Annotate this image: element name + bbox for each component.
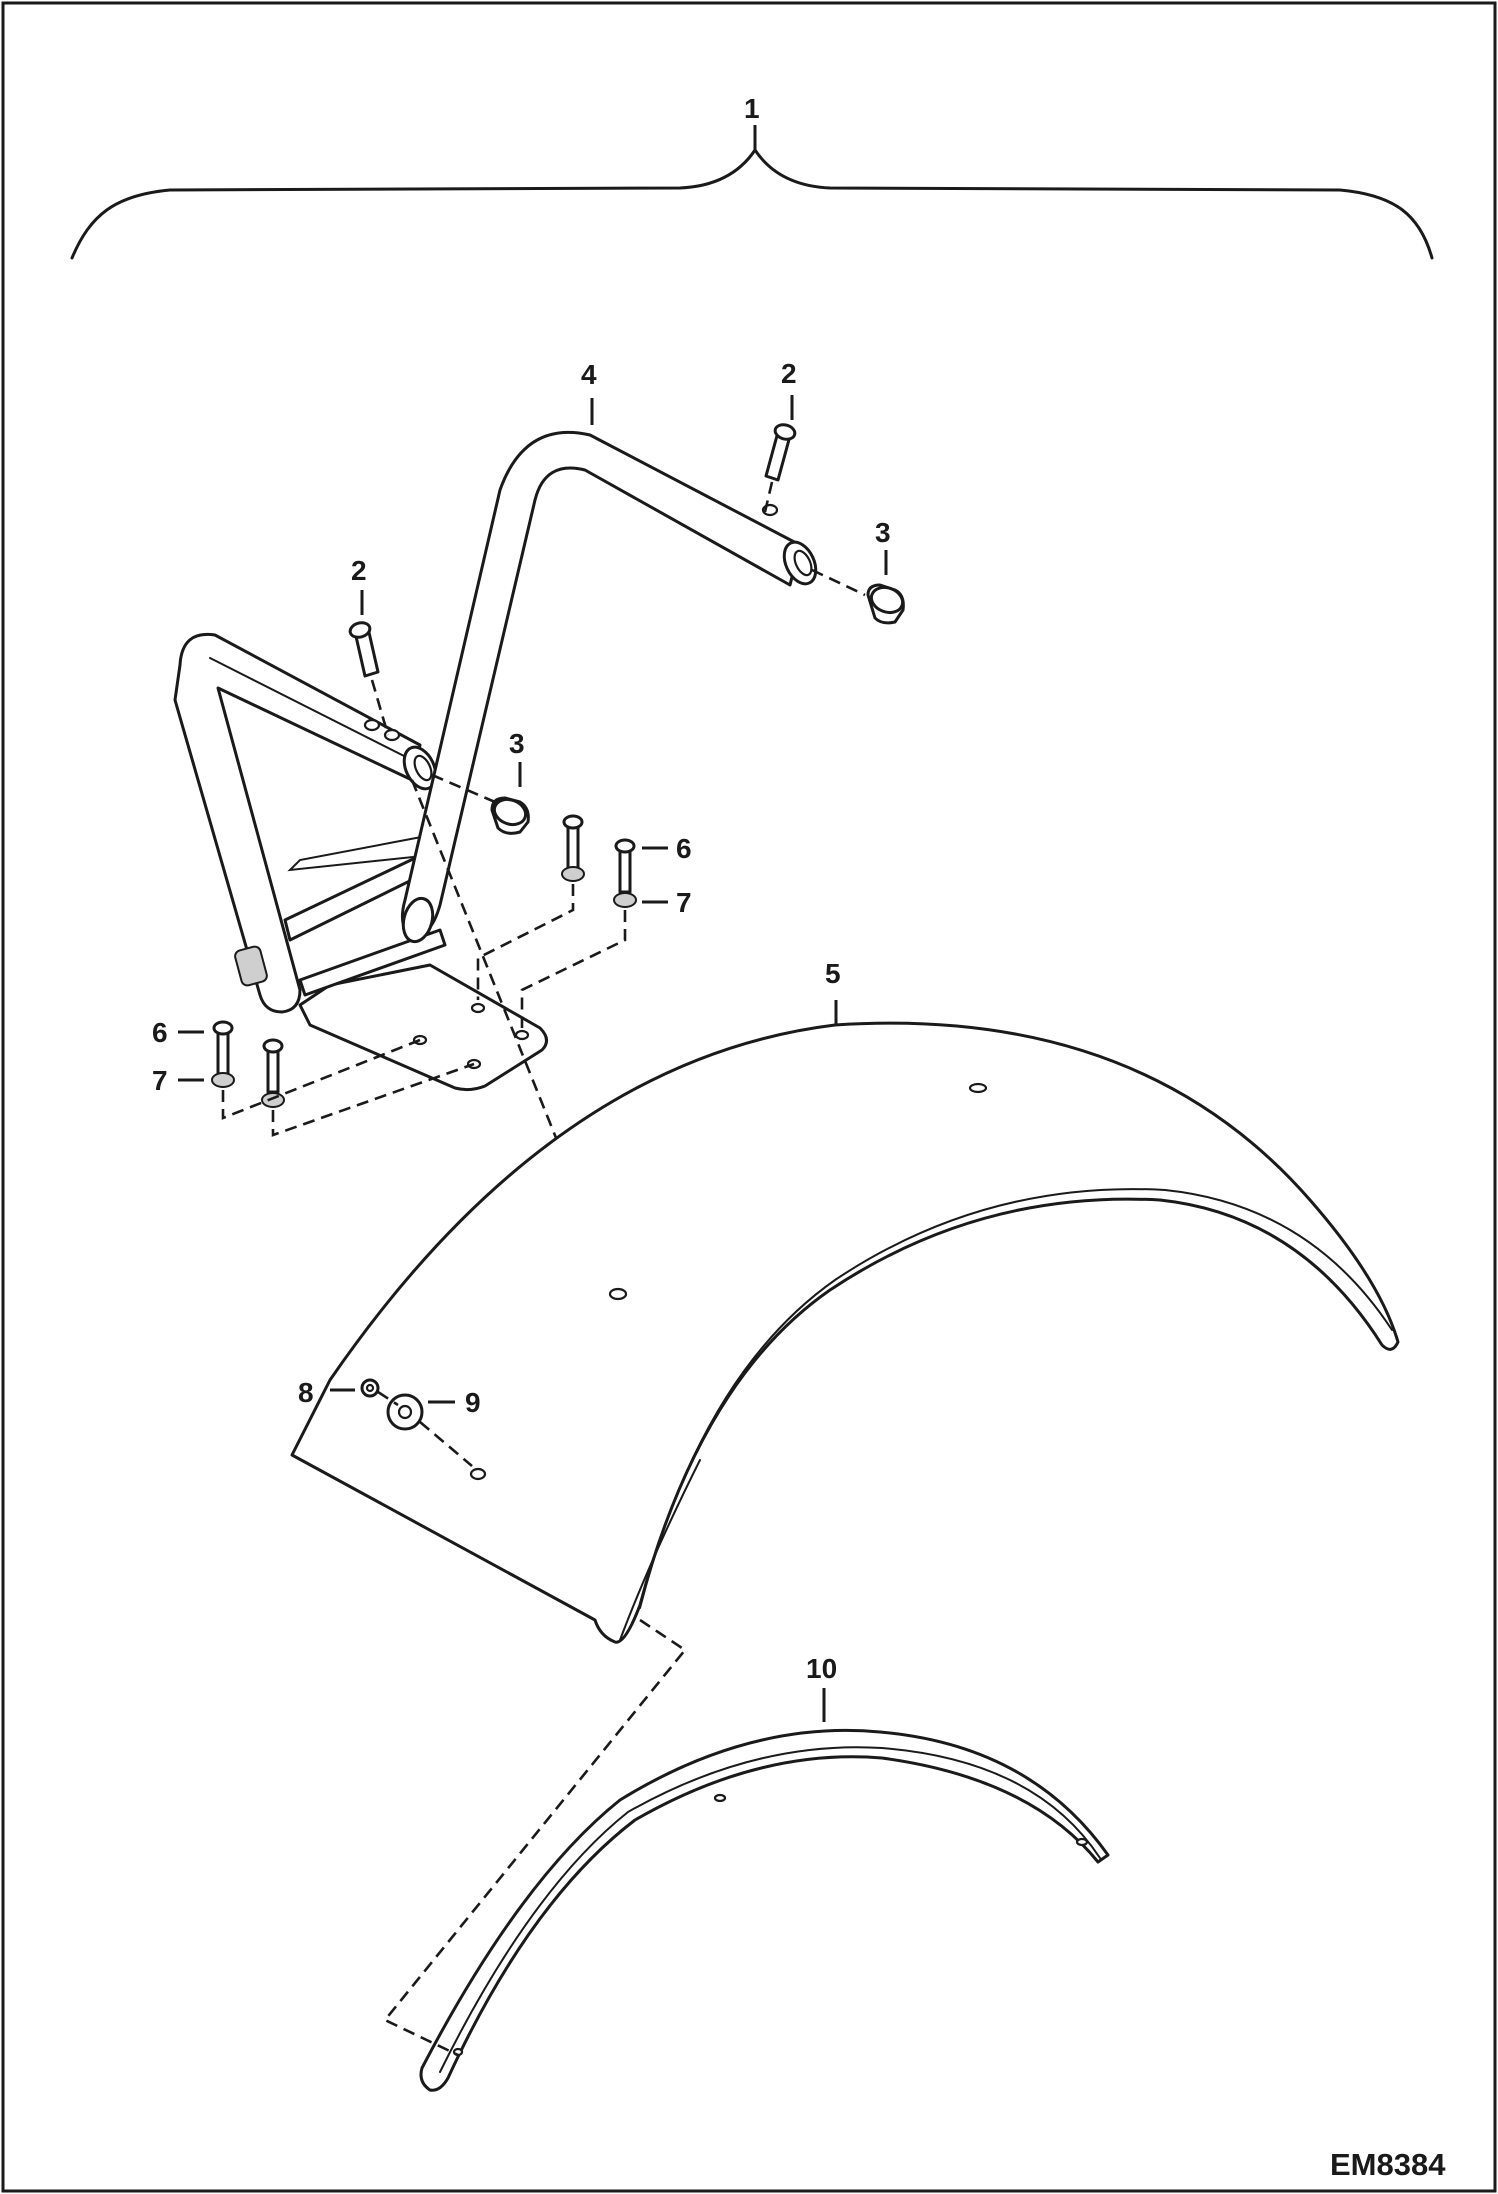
callout-5: 5: [825, 958, 841, 989]
callout-10: 10: [806, 1653, 837, 1684]
fender: 5: [290, 958, 1400, 1644]
end-cap-middle: 3: [431, 728, 530, 835]
callout-6-right: 6: [676, 833, 692, 864]
callout-3-middle: 3: [509, 728, 525, 759]
pin-upper-right: 2: [763, 358, 797, 513]
callout-3-upper: 3: [875, 517, 891, 548]
assembly-brace: 1: [70, 93, 1434, 260]
nut-washer: 8 9: [298, 1377, 481, 1467]
callout-8: 8: [298, 1377, 314, 1408]
grab-handle: 4: [173, 359, 818, 1092]
callout-6-left: 6: [152, 1017, 168, 1048]
callout-2-upper: 2: [781, 358, 797, 389]
figure-code: EM8384: [1330, 2147, 1446, 2182]
callout-1: 1: [744, 93, 760, 124]
callout-4: 4: [581, 359, 597, 390]
callout-7-left: 7: [152, 1065, 168, 1096]
callout-2-left: 2: [351, 555, 367, 586]
callout-9: 9: [465, 1387, 481, 1418]
callout-7-right: 7: [676, 887, 692, 918]
trim-strip: 10: [382, 1618, 1110, 2092]
bolt-washer-right: 6 7: [476, 814, 692, 1028]
end-cap-upper: 3: [811, 517, 905, 625]
bolt-washer-left: 6 7: [152, 1017, 475, 1137]
pin-left: 2: [348, 555, 390, 736]
